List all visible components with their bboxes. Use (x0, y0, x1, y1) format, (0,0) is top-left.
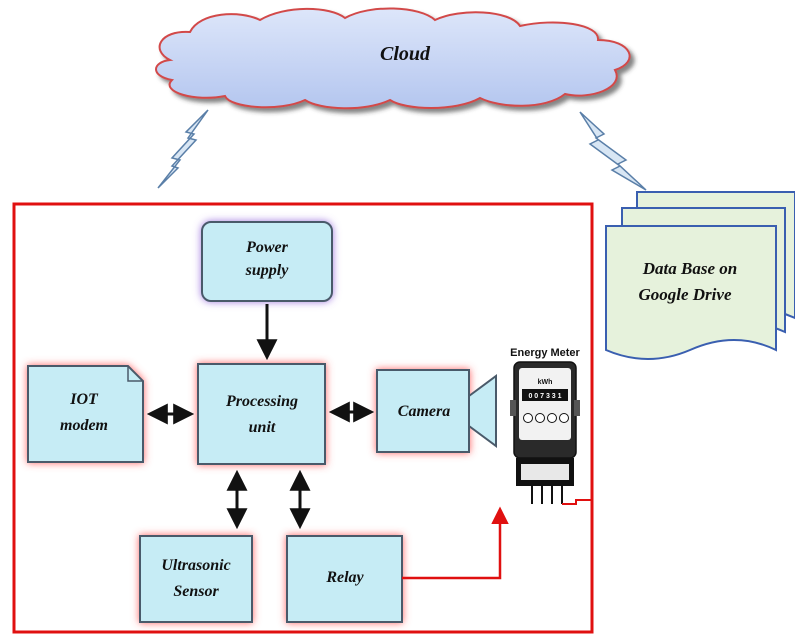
ultrasonic-sensor-label-line2: Sensor (173, 583, 219, 600)
iot-modem-label-line2: modem (60, 417, 108, 434)
cloud-label: Cloud (380, 43, 431, 65)
meter-output-line (562, 499, 592, 505)
database-google-drive: Data Base on Google Drive (605, 191, 795, 360)
ultrasonic-sensor-block: Ultrasonic Sensor (139, 535, 253, 623)
camera-label: Camera (398, 403, 450, 420)
lightning-left-icon (157, 109, 209, 189)
relay-block: Relay (286, 535, 403, 623)
camera-block: Camera (376, 369, 497, 453)
processing-unit-label-line1: Processing (225, 393, 298, 410)
ultrasonic-sensor-label-line1: Ultrasonic (161, 557, 230, 574)
relay-to-meter-line (402, 506, 509, 580)
power-supply-label-line2: supply (245, 262, 290, 279)
energy-meter-unit: kWh (538, 379, 553, 386)
camera-lens-icon (468, 374, 497, 448)
processing-unit-block: Processing unit (197, 363, 326, 465)
database-label-line2: Google Drive (638, 285, 731, 304)
database-page-front (605, 225, 777, 360)
processing-unit-label-line2: unit (249, 419, 276, 436)
power-supply-label-line1: Power (245, 239, 289, 256)
iot-modem-block: IOT modem (27, 365, 144, 463)
database-label-line1: Data Base on (642, 259, 737, 278)
power-supply-block: Power supply (201, 221, 333, 302)
energy-meter-buttons (523, 413, 569, 423)
energy-meter-title: Energy Meter (510, 347, 580, 359)
energy-meter: Energy Meter kWh 0 0 7 3 3 1 (510, 347, 581, 504)
cloud: Cloud (155, 7, 631, 110)
cloud-shape (155, 7, 631, 110)
lightning-right-icon (579, 111, 647, 191)
iot-modem-label-line1: IOT (69, 391, 99, 408)
energy-meter-reading: 0 0 7 3 3 1 (528, 393, 561, 400)
relay-label: Relay (325, 569, 364, 586)
